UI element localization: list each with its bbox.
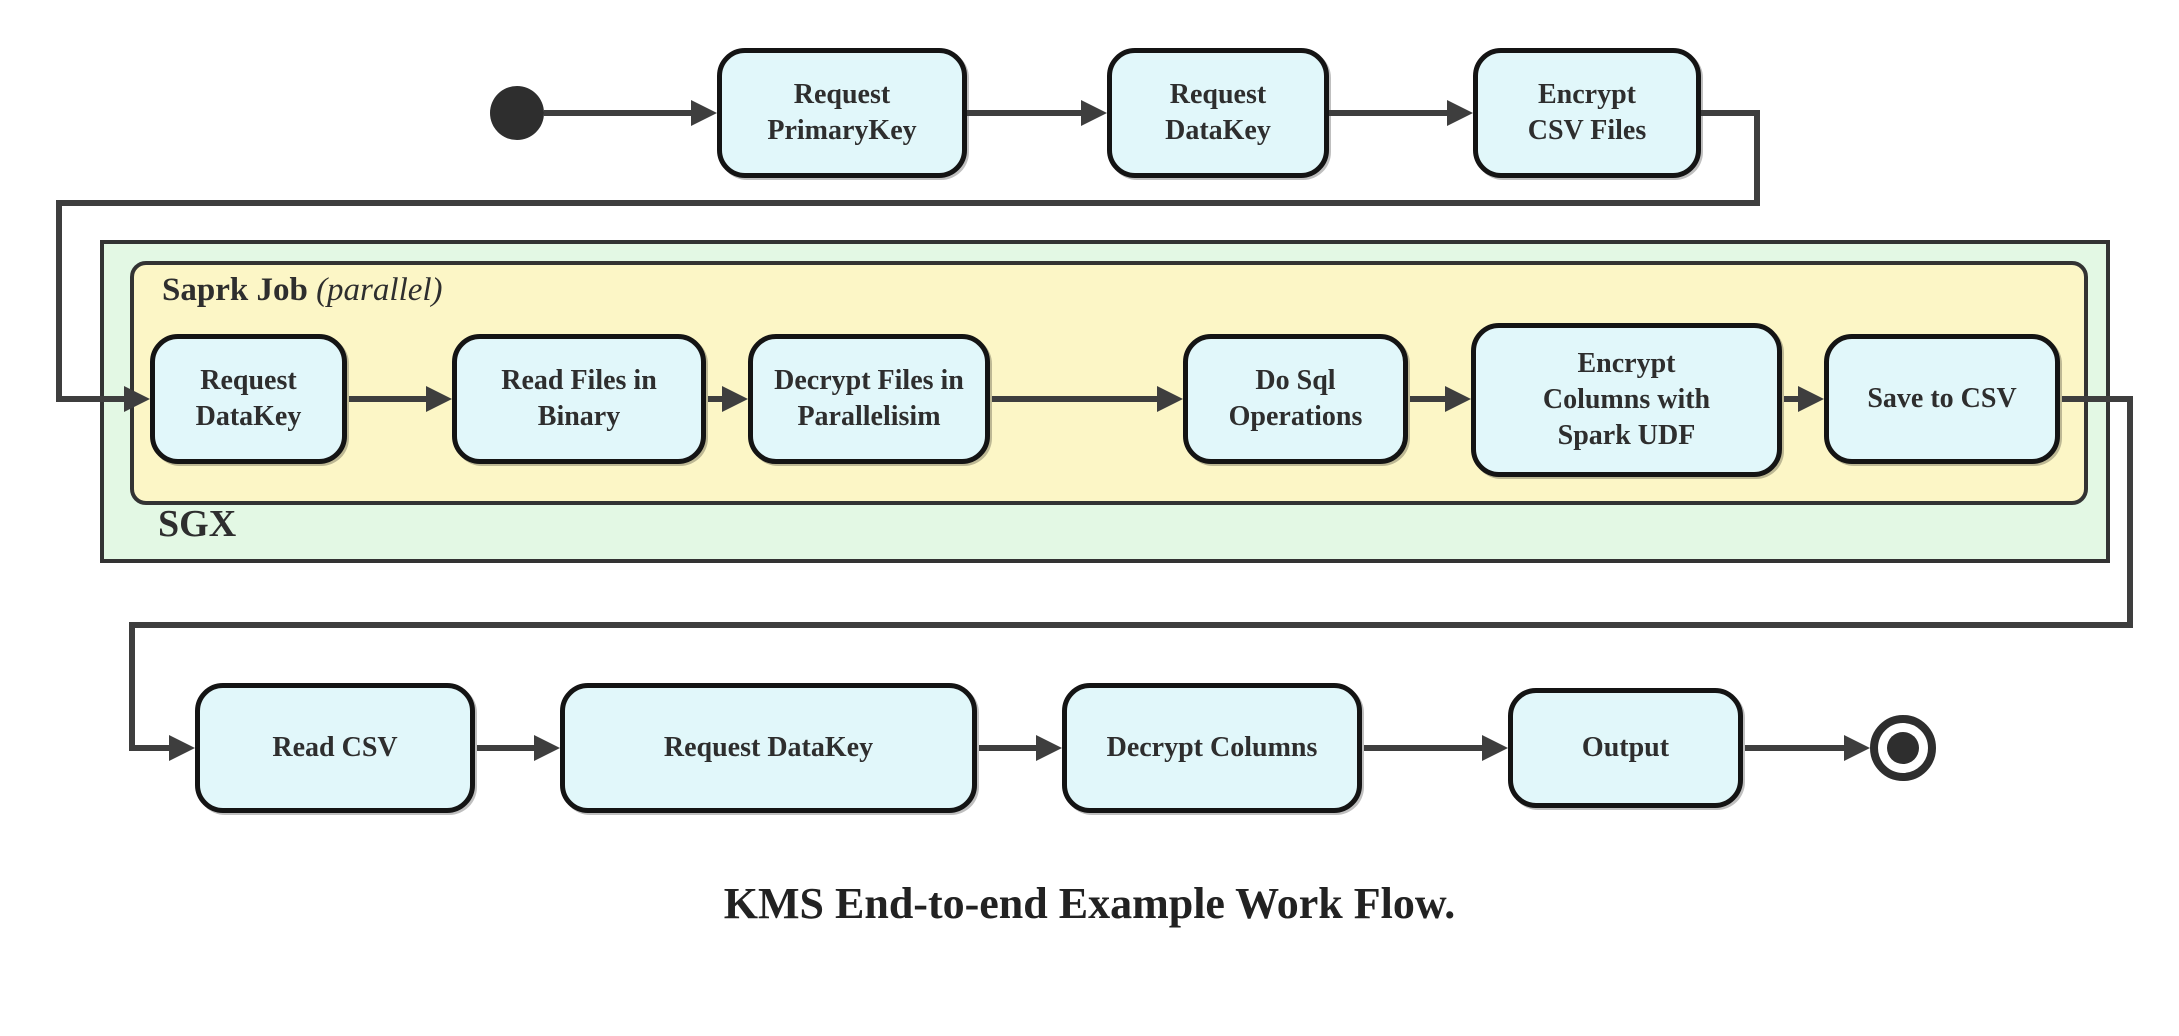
edge-do-sql-to-encrypt-columns [1410, 396, 1449, 402]
activity-request-primarykey: Request PrimaryKey [717, 48, 967, 178]
activity-encrypt-csv-files: Encrypt CSV Files [1473, 48, 1701, 178]
edge-encrypt-csv-exit-h2 [56, 200, 1760, 206]
arrowhead-into-request-datakey-spark-icon [124, 386, 150, 412]
edge-encrypt-csv-exit-v2 [56, 200, 62, 402]
edge-save-csv-exit-h3 [129, 745, 173, 751]
edge-encrypt-csv-exit-h3 [56, 396, 128, 402]
edge-read-files-to-decrypt-files [708, 396, 726, 402]
edge-request-datakey-to-encrypt-csv-files [1329, 110, 1451, 116]
arrowhead-request-datakey-to-encrypt-csv-files-icon [1447, 100, 1473, 126]
edge-read-csv-to-request-datakey [477, 745, 536, 751]
activity-request-datakey-top: Request DataKey [1107, 48, 1329, 178]
edge-save-csv-exit-v2 [129, 622, 135, 751]
activity-do-sql-operations: Do Sql Operations [1183, 334, 1408, 464]
activity-encrypt-columns-with-spark-udf: Encrypt Columns with Spark UDF [1471, 323, 1782, 477]
edge-save-csv-exit-v1 [2127, 396, 2133, 628]
edge-encrypt-csv-exit-h1 [1701, 110, 1760, 116]
edge-decrypt-columns-to-output [1364, 745, 1484, 751]
arrowhead-encrypt-columns-to-save-csv-icon [1798, 386, 1824, 412]
arrowhead-start-to-request-primarykey-icon [691, 100, 717, 126]
arrowhead-decrypt-files-to-do-sql-icon [1157, 386, 1183, 412]
edge-save-csv-exit-h2 [129, 622, 2133, 628]
activity-request-datakey-spark: Request DataKey [150, 334, 347, 464]
activity-save-to-csv: Save to CSV [1824, 334, 2060, 464]
arrowhead-request-datakey-to-decrypt-columns-icon [1036, 735, 1062, 761]
activity-request-datakey-bottom: Request DataKey [560, 683, 977, 813]
arrowhead-decrypt-columns-to-output-icon [1482, 735, 1508, 761]
edge-request-datakey-to-read-files [349, 396, 430, 402]
edge-encrypt-columns-to-save-csv [1784, 396, 1802, 402]
activity-read-csv: Read CSV [195, 683, 475, 813]
arrowhead-read-files-to-decrypt-files-icon [722, 386, 748, 412]
diagram-caption: KMS End-to-end Example Work Flow. [723, 879, 1456, 928]
final-node-icon [1870, 715, 1936, 781]
spark-job-qualifier-text: (parallel) [316, 272, 443, 308]
edge-start-to-request-primarykey [544, 110, 695, 116]
arrowhead-do-sql-to-encrypt-columns-icon [1445, 386, 1471, 412]
arrowhead-into-read-csv-icon [169, 735, 195, 761]
activity-decrypt-columns: Decrypt Columns [1062, 683, 1362, 813]
edge-request-primarykey-to-request-datakey [967, 110, 1085, 116]
spark-job-label-text: Saprk Job [162, 272, 308, 308]
activity-read-files-in-binary: Read Files in Binary [452, 334, 706, 464]
arrowhead-output-to-final-icon [1844, 735, 1870, 761]
spark-job-region-label: Saprk Job (parallel) [162, 272, 443, 309]
edge-request-datakey-to-decrypt-columns [979, 745, 1038, 751]
arrowhead-read-csv-to-request-datakey-icon [534, 735, 560, 761]
arrowhead-request-datakey-to-read-files-icon [426, 386, 452, 412]
activity-output: Output [1508, 688, 1743, 808]
arrowhead-request-primarykey-to-request-datakey-icon [1081, 100, 1107, 126]
activity-decrypt-files-in-parallelisim: Decrypt Files in Parallelisim [748, 334, 990, 464]
final-node-dot-icon [1887, 732, 1919, 764]
edge-output-to-final [1745, 745, 1846, 751]
edge-save-csv-exit-h1 [2062, 396, 2133, 402]
edge-encrypt-csv-exit-v1 [1754, 110, 1760, 206]
sgx-region-label: SGX [158, 503, 237, 545]
edge-decrypt-files-to-do-sql [992, 396, 1161, 402]
initial-node-icon [490, 86, 544, 140]
